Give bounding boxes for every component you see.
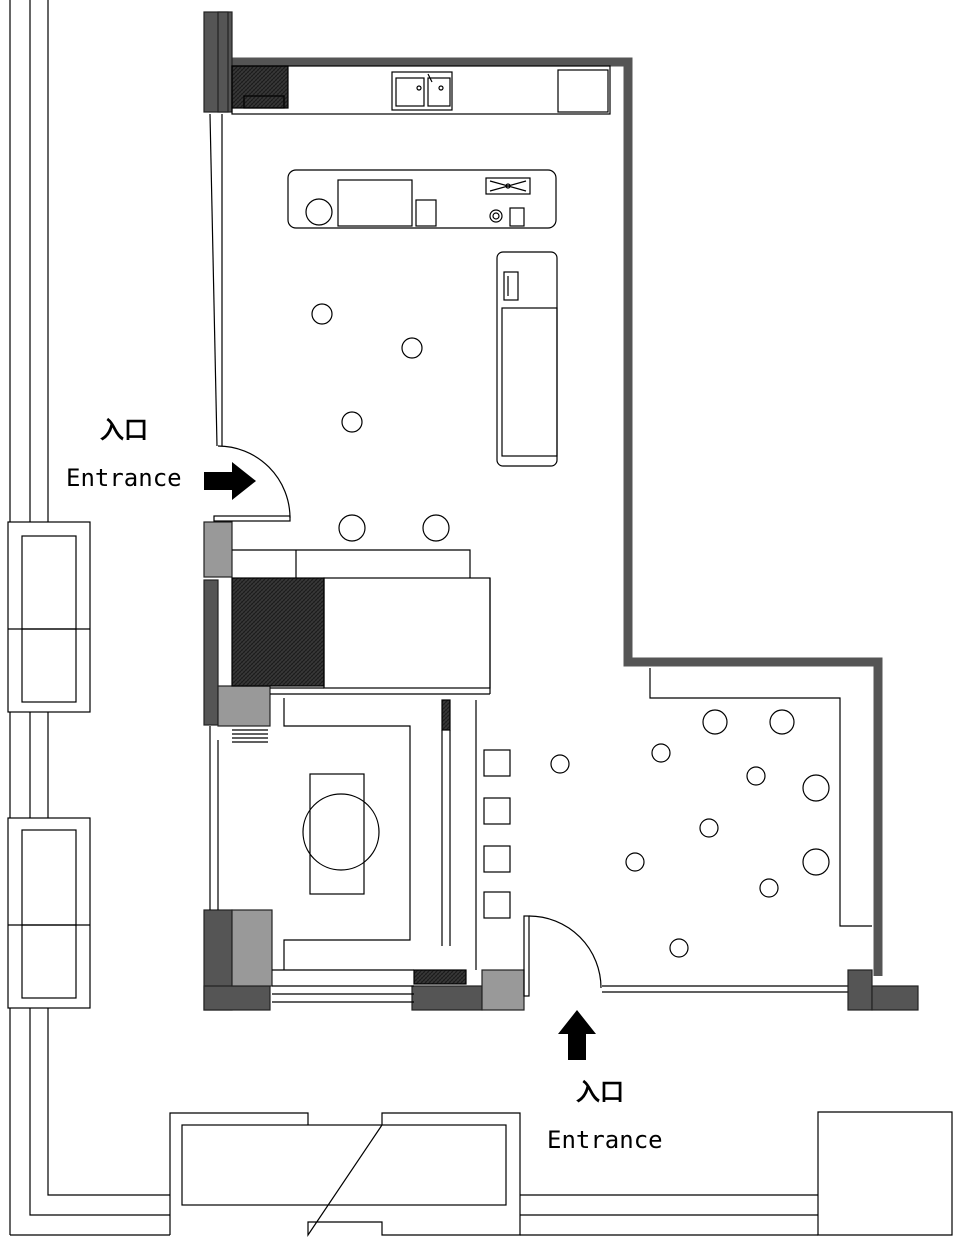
- entrance-bottom-label-en: Entrance: [547, 1126, 663, 1154]
- right-seating-area: [550, 668, 872, 958]
- left-planter-lower: [7, 817, 91, 1009]
- fridge-unit: [496, 251, 558, 467]
- bottom-right-block: [817, 1111, 953, 1236]
- site-boundary: [9, 0, 818, 1236]
- island-counter: [287, 169, 557, 229]
- columns: [203, 11, 919, 1011]
- entrance-left-label-en: Entrance: [66, 464, 182, 492]
- middle-counter: [232, 549, 491, 695]
- kitchen-counter: [231, 65, 611, 115]
- arrow-right-icon: [204, 462, 256, 500]
- arrow-up-icon: [558, 1010, 596, 1060]
- display-shelves: [483, 749, 511, 919]
- entrance-left-label-cn: 入口: [100, 416, 148, 444]
- hatched-areas: [231, 65, 467, 985]
- left-planter-upper: [7, 521, 91, 713]
- light-columns: [203, 11, 525, 1011]
- left-entrance-door: [213, 445, 291, 522]
- entrance-bottom-label-cn: 入口: [576, 1078, 624, 1106]
- bottom-entrance-door: [523, 915, 602, 997]
- exterior-walls: [209, 57, 883, 993]
- bottom-planter: [169, 1112, 521, 1237]
- lounge-room: [209, 698, 477, 1003]
- stools-upper: [311, 303, 450, 542]
